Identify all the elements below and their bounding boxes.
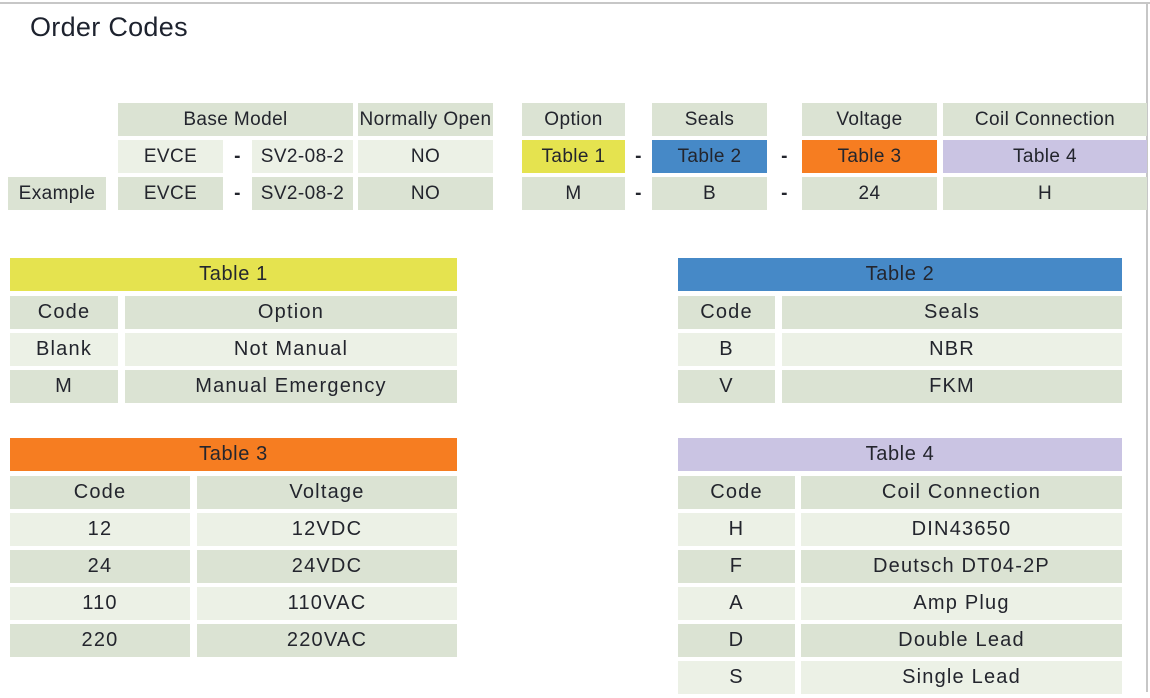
- example-seals: B: [652, 177, 767, 210]
- table-1-col-option: Option: [125, 296, 457, 329]
- table-2-code-b: B: [678, 333, 775, 366]
- example-base-prefix: EVCE: [118, 177, 223, 210]
- example-normally-open: NO: [358, 177, 493, 210]
- table-3-value-220vac: 220VAC: [197, 624, 457, 657]
- table-1-col-code: Code: [10, 296, 118, 329]
- table-2-seals: Table 2 Code Seals B NBR V FKM: [678, 258, 1122, 407]
- table-3-value-12vdc: 12VDC: [197, 513, 457, 546]
- example-separator-3: -: [781, 183, 788, 204]
- table-2-col-code: Code: [678, 296, 775, 329]
- table-3-col-voltage: Voltage: [197, 476, 457, 509]
- table-1-value-manual-emergency: Manual Emergency: [125, 370, 457, 403]
- table-4-code-f: F: [678, 550, 795, 583]
- table-4-value-din43650: DIN43650: [801, 513, 1122, 546]
- example-separator-2: -: [635, 183, 642, 204]
- table-4-col-code: Code: [678, 476, 795, 509]
- header-base-model: Base Model: [118, 103, 353, 136]
- table-4-col-coil-connection: Coil Connection: [801, 476, 1122, 509]
- example-coil: H: [943, 177, 1147, 210]
- table-1-value-not-manual: Not Manual: [125, 333, 457, 366]
- table-row: Code Coil Connection: [678, 476, 1122, 509]
- table-4-value-double-lead: Double Lead: [801, 624, 1122, 657]
- table-4-coil-connection: Table 4 Code Coil Connection H DIN43650 …: [678, 438, 1122, 698]
- table-2-title: Table 2: [678, 258, 1122, 291]
- table-row: A Amp Plug: [678, 587, 1122, 620]
- table-2-value-fkm: FKM: [782, 370, 1122, 403]
- model-separator-3: -: [781, 146, 788, 167]
- table-row: M Manual Emergency: [10, 370, 457, 403]
- model-seals-table-ref: Table 2: [652, 140, 767, 173]
- order-code-example-row: Example EVCE - SV2-08-2 NO M - B - 24 H: [8, 177, 1147, 210]
- table-row: 24 24VDC: [10, 550, 457, 583]
- example-separator-1: -: [234, 183, 241, 204]
- header-voltage: Voltage: [802, 103, 937, 136]
- table-row: Code Seals: [678, 296, 1122, 329]
- model-coil-table-ref: Table 4: [943, 140, 1147, 173]
- table-3-value-24vdc: 24VDC: [197, 550, 457, 583]
- order-code-header-row: Base Model Normally Open Option Seals Vo…: [8, 103, 1147, 136]
- table-1-code-m: M: [10, 370, 118, 403]
- example-label: Example: [8, 177, 106, 210]
- table-row: 110 110VAC: [10, 587, 457, 620]
- order-code-model-row: EVCE - SV2-08-2 NO Table 1 - Table 2 - T…: [8, 140, 1147, 173]
- model-separator-1: -: [234, 146, 241, 167]
- table-row: F Deutsch DT04-2P: [678, 550, 1122, 583]
- page-right-border: [1146, 2, 1148, 692]
- table-4-value-amp-plug: Amp Plug: [801, 587, 1122, 620]
- table-4-title: Table 4: [678, 438, 1122, 471]
- table-2-value-nbr: NBR: [782, 333, 1122, 366]
- header-coil-connection: Coil Connection: [943, 103, 1147, 136]
- model-base-prefix: EVCE: [118, 140, 223, 173]
- table-4-code-s: S: [678, 661, 795, 694]
- table-3-code-12: 12: [10, 513, 190, 546]
- page-top-border: [0, 2, 1150, 4]
- table-3-value-110vac: 110VAC: [197, 587, 457, 620]
- model-separator-2: -: [635, 146, 642, 167]
- table-row: B NBR: [678, 333, 1122, 366]
- table-row: H DIN43650: [678, 513, 1122, 546]
- model-voltage-table-ref: Table 3: [802, 140, 937, 173]
- header-normally-open: Normally Open: [358, 103, 493, 136]
- table-row: Code Voltage: [10, 476, 457, 509]
- table-4-value-deutsch: Deutsch DT04-2P: [801, 550, 1122, 583]
- table-2-code-v: V: [678, 370, 775, 403]
- table-row: D Double Lead: [678, 624, 1122, 657]
- table-row: S Single Lead: [678, 661, 1122, 694]
- table-1-code-blank: Blank: [10, 333, 118, 366]
- order-code-table: Base Model Normally Open Option Seals Vo…: [8, 103, 1147, 214]
- model-base-suffix: SV2-08-2: [252, 140, 353, 173]
- table-3-voltage: Table 3 Code Voltage 12 12VDC 24 24VDC 1…: [10, 438, 457, 661]
- model-option-table-ref: Table 1: [522, 140, 625, 173]
- table-row: Code Option: [10, 296, 457, 329]
- table-row: V FKM: [678, 370, 1122, 403]
- table-3-code-24: 24: [10, 550, 190, 583]
- example-option: M: [522, 177, 625, 210]
- example-voltage: 24: [802, 177, 937, 210]
- table-3-title: Table 3: [10, 438, 457, 471]
- table-1-title: Table 1: [10, 258, 457, 291]
- table-4-code-d: D: [678, 624, 795, 657]
- page-title: Order Codes: [30, 12, 188, 42]
- model-normally-open: NO: [358, 140, 493, 173]
- header-seals: Seals: [652, 103, 767, 136]
- table-4-code-h: H: [678, 513, 795, 546]
- table-row: 12 12VDC: [10, 513, 457, 546]
- table-1-option: Table 1 Code Option Blank Not Manual M M…: [10, 258, 457, 407]
- table-3-code-220: 220: [10, 624, 190, 657]
- table-3-code-110: 110: [10, 587, 190, 620]
- table-row: 220 220VAC: [10, 624, 457, 657]
- table-4-code-a: A: [678, 587, 795, 620]
- table-4-value-single-lead: Single Lead: [801, 661, 1122, 694]
- header-option: Option: [522, 103, 625, 136]
- table-row: Blank Not Manual: [10, 333, 457, 366]
- table-2-col-seals: Seals: [782, 296, 1122, 329]
- example-base-suffix: SV2-08-2: [252, 177, 353, 210]
- table-3-col-code: Code: [10, 476, 190, 509]
